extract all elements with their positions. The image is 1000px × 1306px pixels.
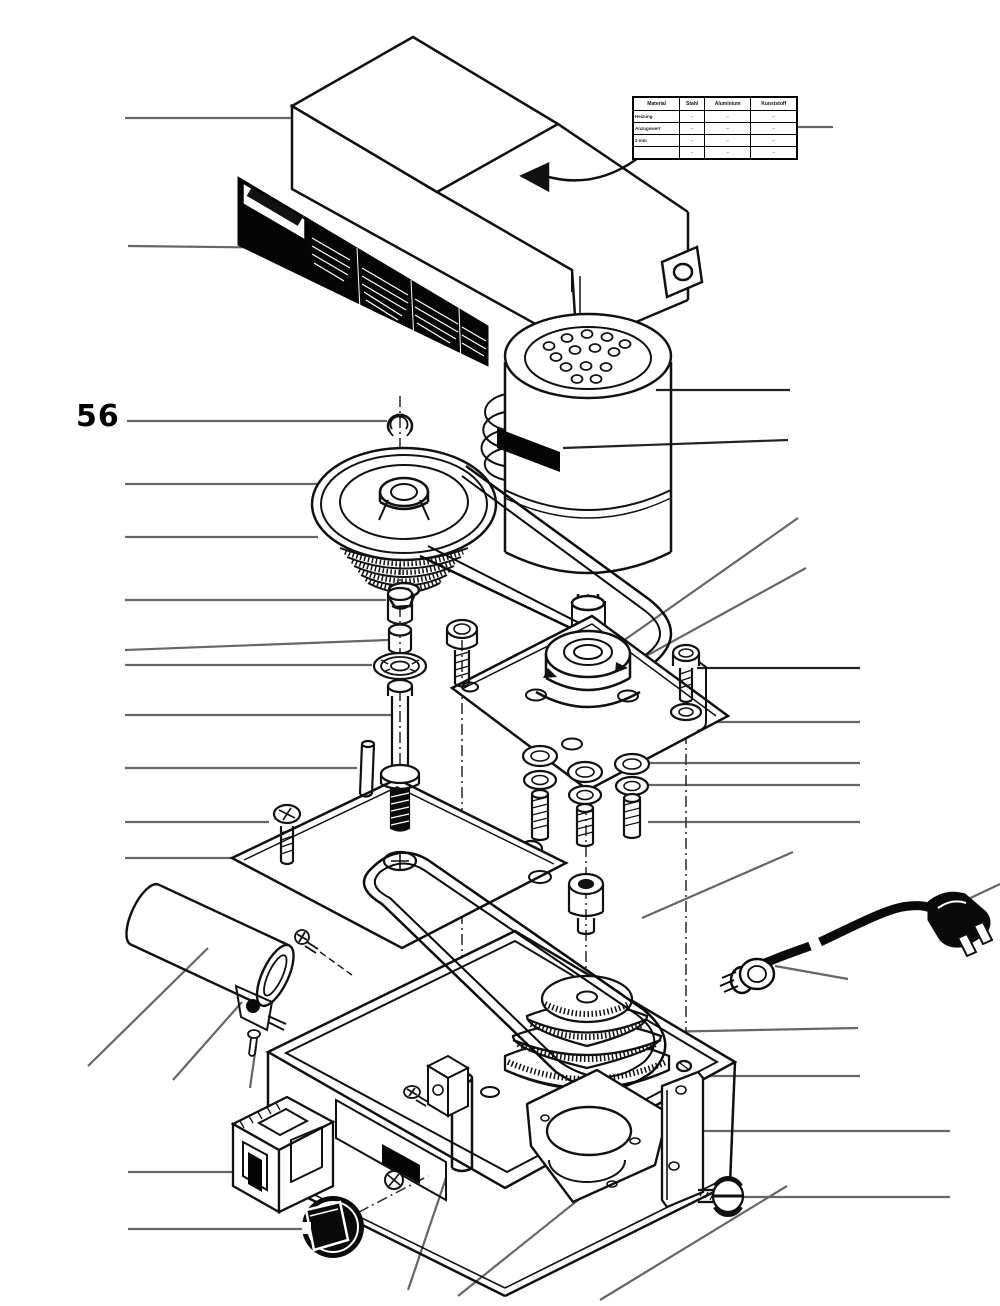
spec-table-row: – – –: [632, 146, 798, 160]
switch-hatch: [239, 1102, 281, 1129]
spec-table-row: Heizung – – –: [632, 110, 798, 123]
bearing-plate: [525, 1068, 670, 1204]
terminal-block: [425, 1054, 471, 1118]
pulley-hub: [378, 476, 430, 521]
spindle-shaft-thread: [389, 788, 411, 832]
spec-cell: –: [703, 134, 752, 147]
spec-cell: –: [750, 134, 798, 147]
plate-hole: [617, 689, 639, 703]
spec-row-label: [632, 146, 681, 160]
spec-cell: –: [703, 122, 752, 135]
switch-knob: [302, 1196, 364, 1258]
strain-relief: [719, 957, 776, 995]
spec-table-header: Kunststoff: [750, 96, 798, 111]
power-switch: [230, 1095, 336, 1214]
cord-slot: [382, 1144, 420, 1184]
washer: [669, 702, 703, 722]
material-spec-table: Material Stahl Aluminium Kunststoff Heiz…: [632, 96, 798, 160]
open-direction-arrowhead: [519, 162, 550, 193]
spec-row-label: 2 mm: [632, 134, 681, 147]
spindle-shaft: [379, 678, 421, 832]
support-bracket: [660, 1059, 705, 1209]
bearing-plate-boss: [548, 1159, 626, 1183]
motor-cooling-fins: [480, 393, 507, 481]
cover-latch: [660, 245, 704, 299]
power-cord: [719, 891, 994, 995]
capacitor-clamp-screw: [247, 1029, 261, 1057]
spec-cell: –: [750, 122, 798, 135]
dowel-pin: [358, 739, 376, 798]
front-recess: [335, 1098, 447, 1202]
spec-cell: –: [703, 110, 752, 123]
belt-cover: [289, 35, 704, 350]
floor-hole: [480, 1086, 500, 1098]
thrust-bearing: [372, 651, 428, 681]
plate-boss-hole: [528, 870, 552, 884]
drive-belt-lower: [362, 851, 667, 1091]
capacitor: [125, 882, 295, 1057]
motor-vent-holes: [542, 329, 632, 384]
spec-table-header: Material: [632, 96, 681, 111]
spec-table-row: 2 mm – – –: [632, 134, 798, 147]
terminal-screw: [403, 1085, 429, 1107]
spec-cell: –: [750, 146, 798, 160]
spec-cell: –: [679, 122, 705, 135]
bearing-plate-hole: [545, 1105, 633, 1157]
nameplate-label: [237, 176, 489, 367]
socket-head-bolt: [567, 872, 605, 936]
power-plug: [927, 891, 994, 958]
pulley-bore: [576, 990, 598, 1004]
bracket-arm: [696, 661, 707, 732]
spec-cell: –: [679, 146, 705, 160]
spec-table-header-row: Material Stahl Aluminium Kunststoff: [632, 96, 798, 111]
socket-screw-left: [445, 618, 479, 688]
retaining-ring-56: [386, 413, 414, 437]
plate-hole: [561, 737, 583, 751]
clamp-screw-small: [294, 929, 353, 976]
motor-pulley: [310, 446, 498, 610]
spec-table-header: Stahl: [679, 96, 705, 111]
spec-cell: –: [679, 110, 705, 123]
spec-row-label: Anzugswert: [632, 122, 681, 135]
brand-logo-text-glyph: [246, 188, 303, 226]
nameplate-text-lines: [311, 237, 487, 366]
fastener-stack-right: [613, 752, 651, 840]
spindle-spacer-lower: [387, 623, 413, 655]
spindle-bearing-assembly: [535, 629, 641, 709]
part-number-label: 56: [76, 399, 120, 434]
motor: [480, 312, 673, 633]
housing-screw: [384, 1170, 404, 1190]
fastener-stack-middle: [566, 760, 605, 936]
pan-head-screw: [272, 803, 302, 866]
plate-hole: [525, 688, 547, 702]
spec-cell: –: [679, 134, 705, 147]
leader-lines: [87, 116, 1000, 1301]
socket-screw-right: [669, 643, 707, 732]
spec-table-header: Aluminium: [703, 96, 752, 111]
spec-cell: –: [703, 146, 752, 160]
motor-mount-plate: [449, 614, 731, 792]
bracket-bolt: [675, 1059, 693, 1073]
thumb-screw: [698, 1176, 745, 1217]
spec-table-row: Anzugswert – – –: [632, 122, 798, 135]
motor-rating-label: [497, 428, 560, 472]
spec-cell: –: [750, 110, 798, 123]
spec-row-label: Heizung: [632, 110, 681, 123]
capacitor-clamp: [234, 984, 287, 1032]
cover-latch-hole: [672, 262, 694, 282]
